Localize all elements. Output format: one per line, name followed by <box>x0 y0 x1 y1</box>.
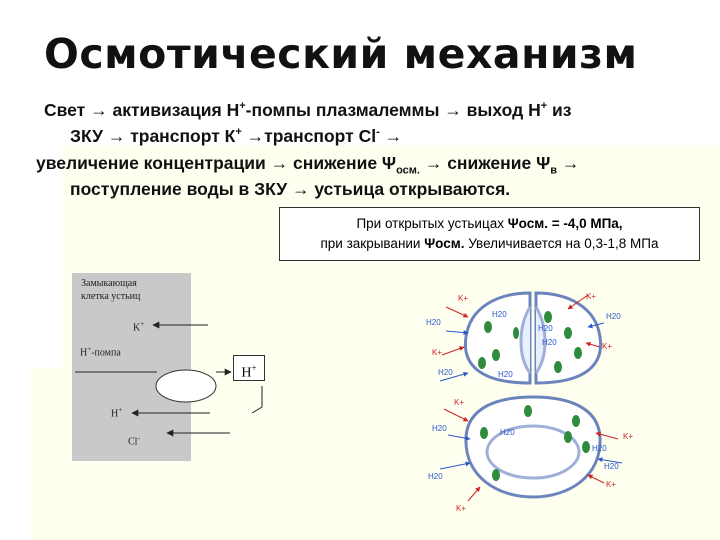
pump-label: Н+-помпа <box>80 345 121 359</box>
water-arrows <box>439 322 623 470</box>
mechanism-line-1: Свет → активизация Н+-помпы плазмалеммы … <box>44 100 572 120</box>
cell-label-2: клетка устьиц <box>81 291 141 302</box>
svg-text:K+: K+ <box>456 504 466 513</box>
water-labels: H20 H20 H20 H20 H20 H20 H20 H20 H20 H20 … <box>426 310 621 481</box>
svg-text:K+: K+ <box>606 480 616 489</box>
svg-text:K+: K+ <box>623 432 633 441</box>
svg-text:H20: H20 <box>438 368 453 377</box>
svg-text:H20: H20 <box>538 324 553 333</box>
page-title: Осмотический механизм <box>44 30 638 78</box>
h-in-label: H+ <box>111 406 123 420</box>
k-ion-label: K+ <box>133 320 145 334</box>
svg-text:H20: H20 <box>498 370 513 379</box>
mechanism-line-4: поступление воды в ЗКУ → устьица открыва… <box>70 179 511 199</box>
svg-text:K+: K+ <box>586 292 596 301</box>
chloroplasts <box>478 311 590 481</box>
k-labels: K+ K+ K+ K+ K+ K+ K+ K+ <box>432 292 633 513</box>
svg-text:K+: K+ <box>602 342 612 351</box>
h-pump <box>155 369 217 403</box>
svg-text:H20: H20 <box>606 312 621 321</box>
info-box: При открытых устьицах Ψосм. = -4,0 МПа, … <box>279 207 700 261</box>
svg-text:H20: H20 <box>492 310 507 319</box>
pore-right-wall <box>534 306 547 374</box>
cl-ion-label: Cl- <box>128 434 140 448</box>
h-out-box: Н+ <box>233 355 265 381</box>
h-return-line <box>251 386 263 414</box>
pore-lower <box>485 424 581 480</box>
k-arrows <box>441 294 619 502</box>
svg-text:H20: H20 <box>604 462 619 471</box>
stomata-figure: K+ K+ K+ K+ K+ K+ K+ K+ H20 H20 H20 H20 … <box>426 291 633 513</box>
mechanism-line-2: ЗКУ → транспорт К+ →транспорт Cl- → <box>70 126 403 146</box>
cell-label-1: Замыкающая <box>81 278 137 289</box>
info-line-2: при закрывании Ψосм. Увеличивается на 0,… <box>320 236 659 251</box>
svg-text:H20: H20 <box>432 424 447 433</box>
info-line-1: При открытых устьицах Ψосм. = -4,0 МПа, <box>356 216 623 231</box>
pore-left-wall <box>519 306 532 374</box>
svg-text:H20: H20 <box>428 472 443 481</box>
mechanism-line-3: увеличение концентрации → снижение Ψосм.… <box>36 153 580 177</box>
svg-text:K+: K+ <box>458 294 468 303</box>
svg-text:H20: H20 <box>500 428 515 437</box>
svg-text:H20: H20 <box>592 444 607 453</box>
background-panel-left <box>30 368 70 540</box>
svg-text:H20: H20 <box>426 318 441 327</box>
svg-text:K+: K+ <box>454 398 464 407</box>
svg-text:K+: K+ <box>432 348 442 357</box>
svg-text:H20: H20 <box>542 338 557 347</box>
